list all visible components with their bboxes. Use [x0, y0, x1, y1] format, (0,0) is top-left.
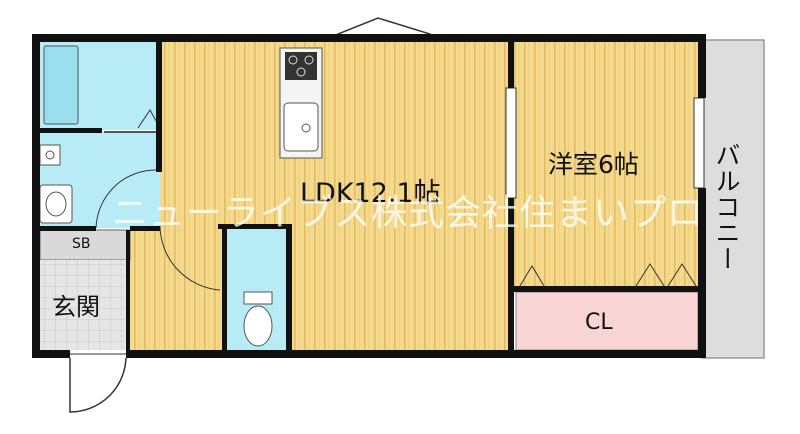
- sliding-door-icon: [505, 87, 517, 199]
- entrance-door-icon: [69, 355, 127, 413]
- bathtub-icon: [43, 45, 79, 125]
- balcony-label: バルコニー: [712, 142, 741, 272]
- window-right-icon: [693, 97, 705, 189]
- corridor-floor: [130, 226, 226, 354]
- balcony-area: [701, 39, 765, 359]
- toilet-icon: [243, 291, 273, 305]
- genkan-floor: [40, 260, 130, 354]
- youshitsu-floor: [512, 40, 702, 290]
- washroom-door-icon: [95, 169, 159, 229]
- youshitsu-label: 洋室6帖: [548, 150, 639, 179]
- watermark: ニューライブス株式会社住まいプロ: [112, 193, 705, 234]
- corridor-door-icon: [159, 225, 221, 291]
- closet-label: CL: [585, 310, 613, 335]
- walls: [32, 34, 706, 358]
- shoe-box-label: SB: [72, 236, 91, 252]
- sink-icon: [283, 102, 319, 152]
- closet-triangle-icon: [519, 263, 697, 287]
- washer-icon: [39, 144, 61, 166]
- genkan-label: 玄関: [52, 293, 100, 321]
- ldk-label: LDK12.1帖: [300, 178, 441, 209]
